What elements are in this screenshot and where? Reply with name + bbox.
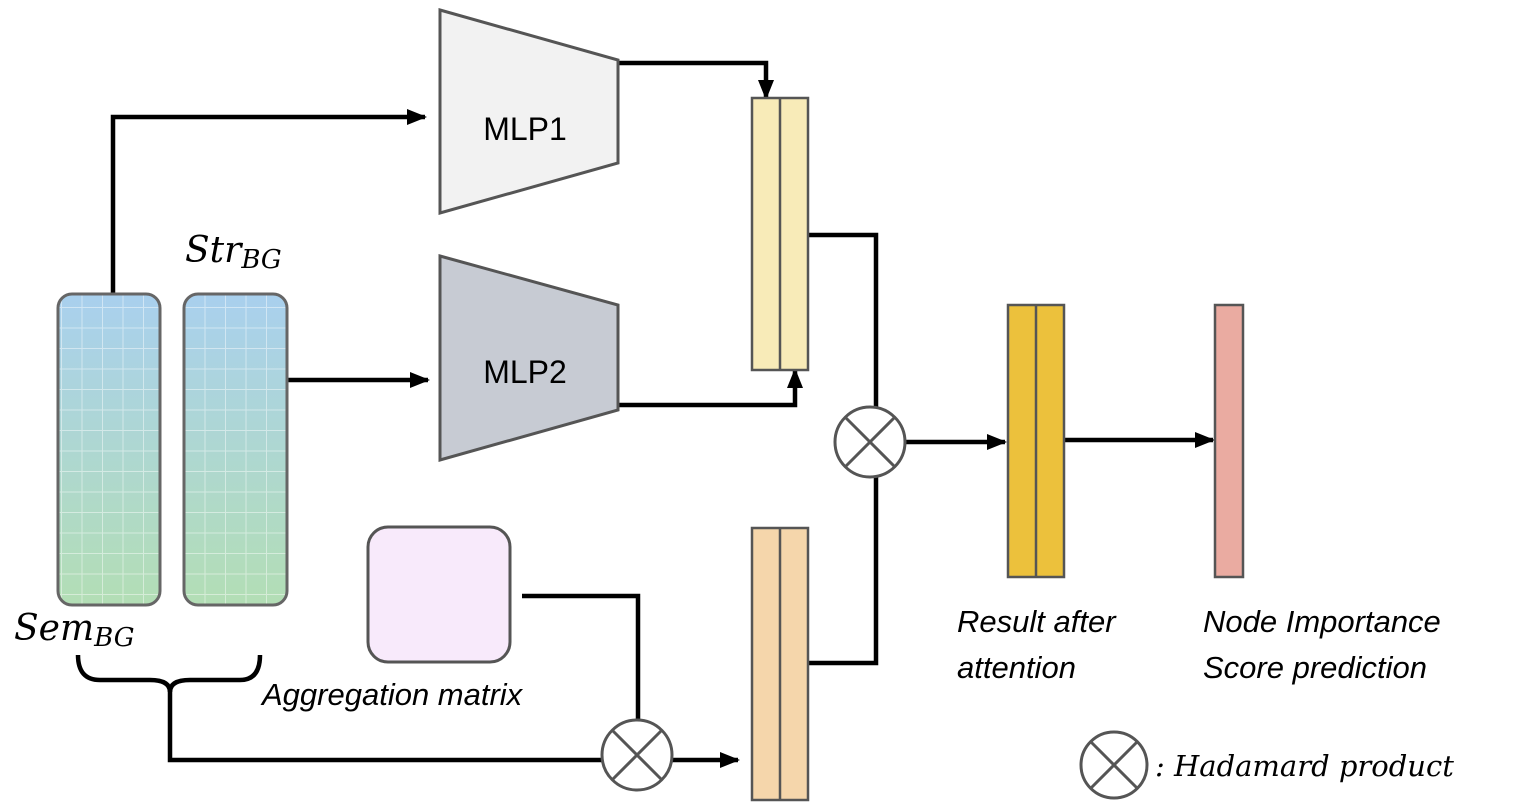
concat-vector-bottom — [750, 526, 810, 802]
hadamard-product-icon — [833, 405, 907, 479]
legend-label: : Hadamard product — [1155, 749, 1454, 783]
mlp1-out-arrow — [618, 60, 774, 100]
aggregation-matrix-block — [366, 525, 512, 664]
legend-circled-times-icon — [1079, 730, 1149, 800]
hadamard-product-icon — [600, 718, 674, 792]
aggregation-line — [522, 593, 641, 720]
mlp2-out-arrow — [618, 368, 803, 408]
result-label-line1: Result after — [957, 604, 1117, 639]
node-label-line1: Node Importance — [1203, 604, 1441, 639]
score-vector — [1213, 303, 1245, 579]
node-label-line2: Score prediction — [1203, 650, 1427, 685]
mlp1-label: MLP1 — [483, 111, 567, 147]
result-label-line2: attention — [957, 650, 1076, 685]
sem-matrix — [56, 292, 162, 607]
sem-bg-label: SemBG — [14, 608, 134, 653]
concat-to-product-line — [808, 232, 879, 408]
mlp2-block — [438, 254, 620, 462]
aggregation-matrix-label: Aggregation matrix — [260, 677, 524, 712]
concat-vector-top — [750, 96, 810, 372]
mlp2-label: MLP2 — [483, 354, 567, 390]
brace — [75, 654, 263, 693]
result-vector — [1006, 303, 1066, 579]
bottom-concat-to-product-line — [808, 476, 879, 666]
mlp1-block — [438, 8, 620, 215]
str-matrix — [182, 292, 289, 607]
str-bg-label: StrBG — [185, 230, 282, 275]
matrices-to-product-line — [167, 690, 602, 763]
sem-to-mlp1-arrow — [110, 109, 427, 294]
